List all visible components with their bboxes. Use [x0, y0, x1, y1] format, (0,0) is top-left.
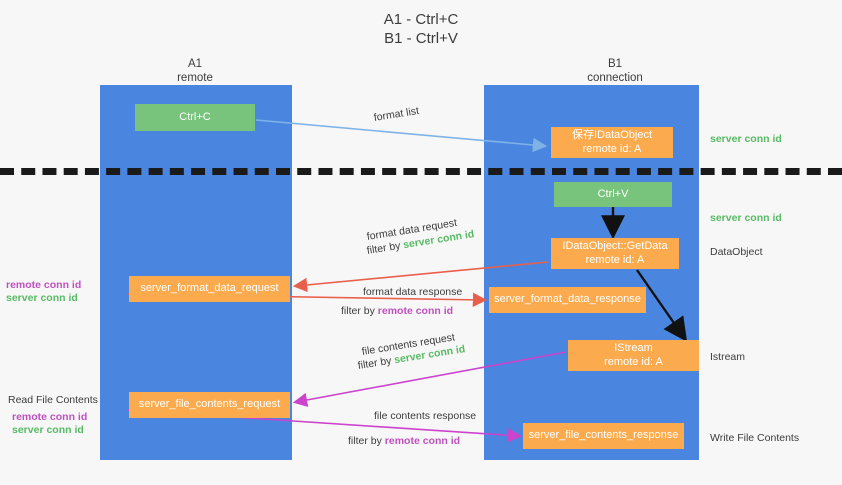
box-ole-save-dataobject[interactable]: 保存IDataObject remote id: A — [551, 127, 673, 158]
filter-value-remote-conn-id: remote conn id — [377, 305, 454, 317]
box-istream[interactable]: IStream remote id: A — [568, 340, 699, 371]
remote-conn-id-label: remote conn id — [12, 411, 88, 423]
box-ctrl-c[interactable]: Ctrl+C — [135, 104, 255, 131]
connector-getdata-to-istream — [636, 269, 688, 342]
box-server-file-contents-response[interactable]: server_file_contents_response — [523, 423, 684, 449]
annotation-server-conn-id-mid: server conn id — [710, 212, 782, 224]
annotation-read-file-contents: Read File Contents — [8, 394, 98, 406]
filter-prefix: filter by — [348, 435, 385, 447]
edge-label-file-contents-response: file contents response — [374, 410, 477, 422]
annotation-write-file-contents: Write File Contents — [710, 432, 800, 444]
box-server-file-contents-request[interactable]: server_file_contents_request — [129, 392, 290, 418]
box-server-format-data-response[interactable]: server_format_data_response — [489, 287, 646, 313]
server-conn-id-label: server conn id — [12, 424, 84, 436]
edge-label-format-data-response: format data response — [363, 286, 463, 298]
column-header-a1: A1 remote — [177, 58, 213, 84]
annotation-istream: Istream — [710, 351, 746, 363]
annotation-dataobject: DataObject — [710, 246, 763, 258]
clipboard-boundary-divider — [0, 168, 842, 175]
connector-file-contents-request — [292, 351, 567, 408]
connector-format-list — [255, 119, 548, 153]
edge-label-file-contents-response-filter: filter by remote conn id — [348, 434, 460, 449]
column-header-b1: B1 connection — [587, 58, 643, 84]
edge-label-format-data-response-filter: filter by remote conn id — [341, 304, 453, 319]
box-ctrl-v[interactable]: Ctrl+V — [554, 182, 672, 207]
box-idataobject-getdata[interactable]: IDataObject::GetData remote id: A — [551, 238, 679, 269]
box-server-format-data-request[interactable]: server_format_data_request — [129, 276, 290, 302]
annotation-server-conn-id-top: server conn id — [710, 133, 782, 145]
filter-prefix: filter by — [341, 305, 378, 317]
remote-conn-id-label: remote conn id — [6, 279, 82, 291]
filter-value-remote-conn-id: remote conn id — [384, 435, 461, 447]
connector-format-data-request — [292, 261, 549, 293]
server-conn-id-label: server conn id — [6, 292, 78, 304]
page-title: A1 - Ctrl+C B1 - Ctrl+V — [383, 11, 459, 47]
